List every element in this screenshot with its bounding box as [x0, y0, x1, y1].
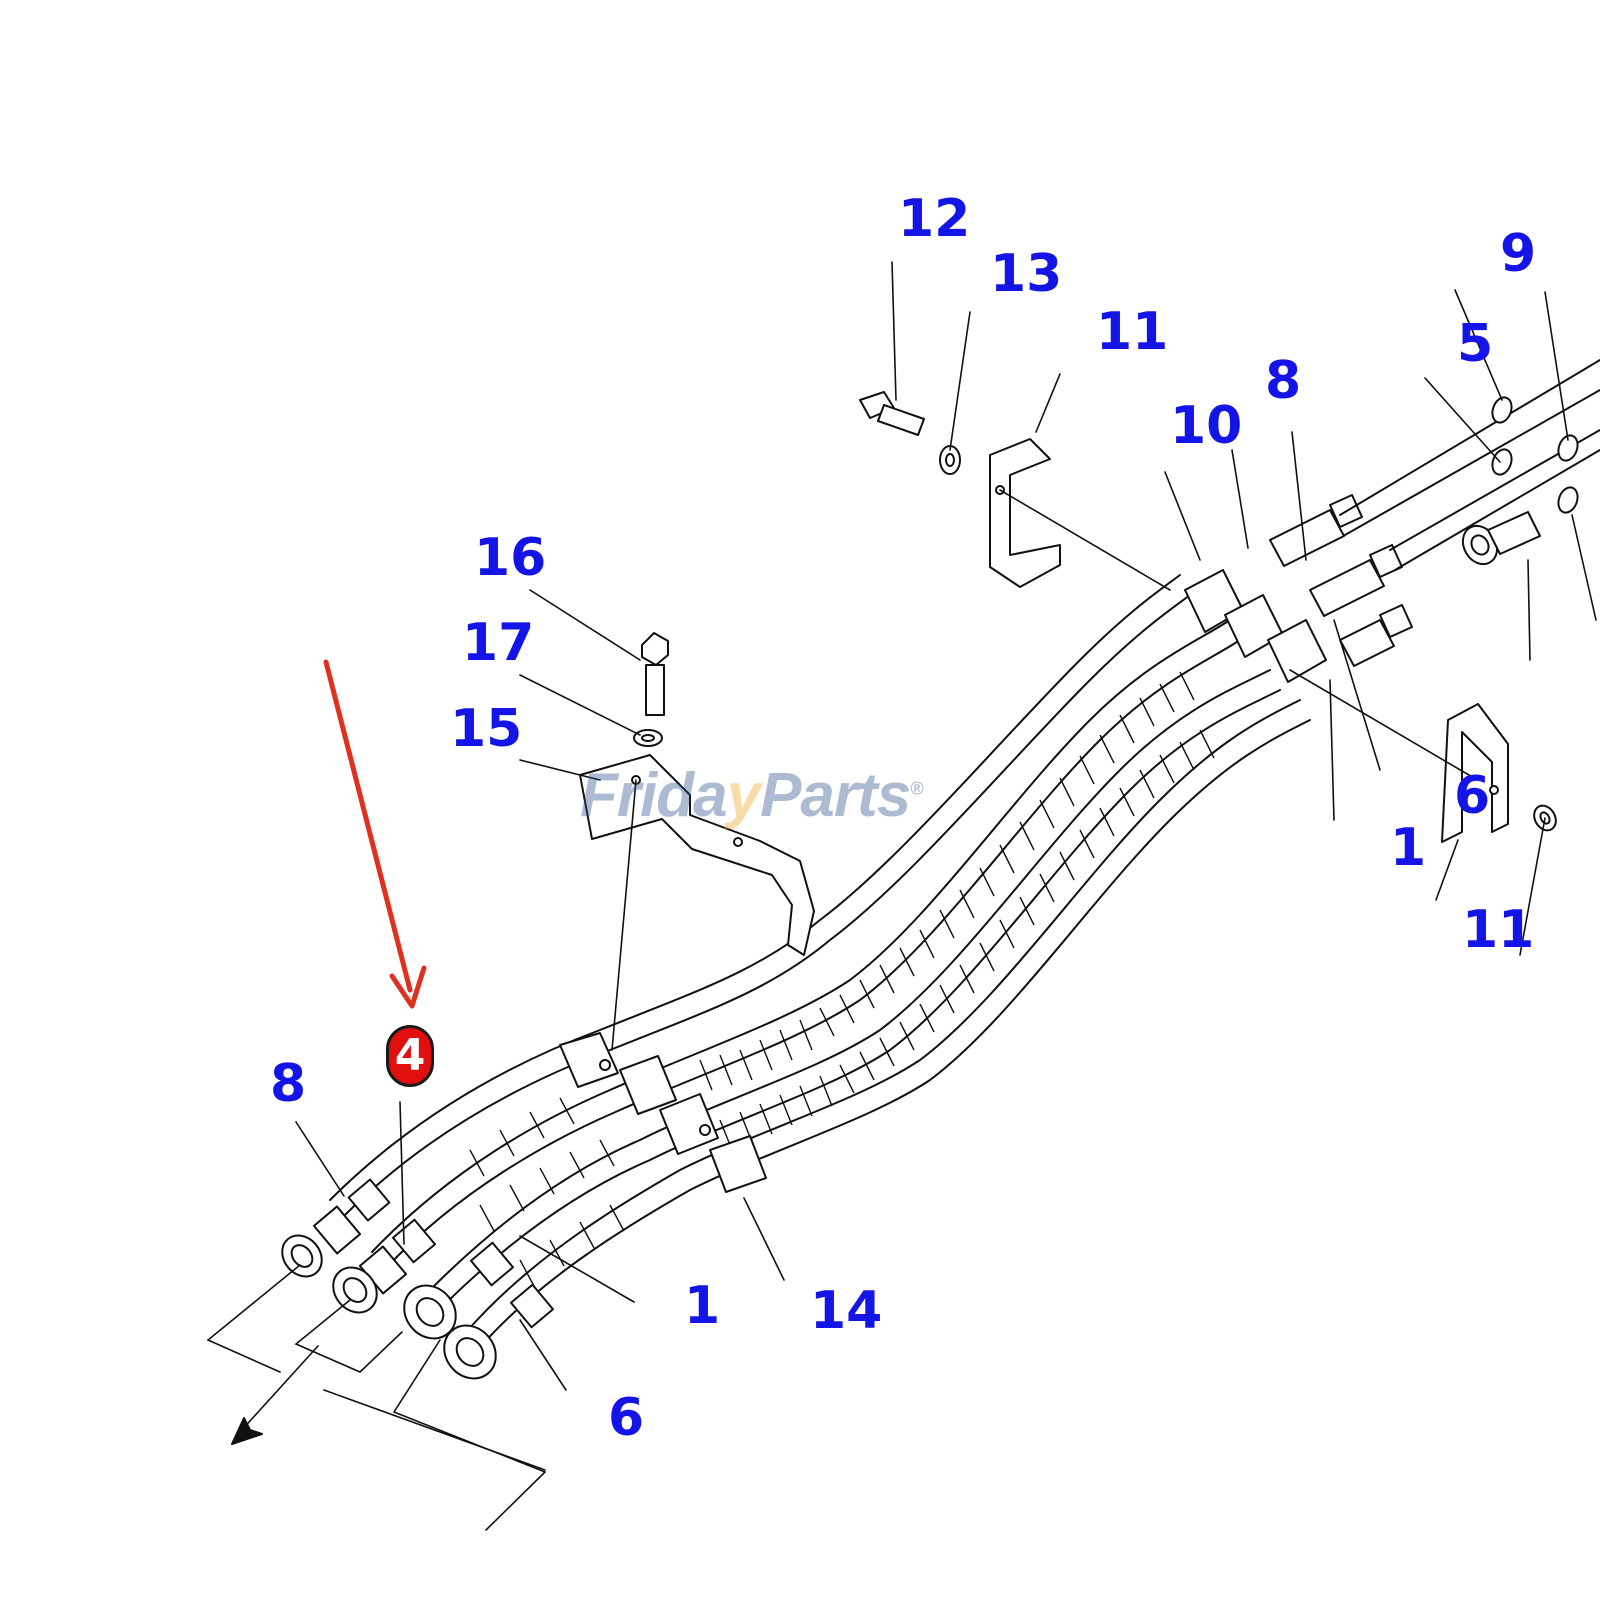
left-fittings — [281, 1178, 555, 1380]
callout-17: 17 — [462, 613, 535, 673]
callout-1-right: 1 — [1390, 818, 1427, 878]
right-fittings — [1184, 359, 1600, 683]
callout-9: 9 — [1500, 224, 1537, 284]
callout-10: 10 — [1170, 396, 1243, 456]
callout-13: 13 — [990, 244, 1063, 304]
callout-11-top: 11 — [1096, 302, 1169, 362]
bracket-hardware-middle — [579, 632, 815, 956]
callout-8-top: 8 — [1265, 351, 1302, 411]
watermark-logo: FridayParts® — [580, 761, 923, 830]
callout-11-right: 11 — [1462, 900, 1535, 960]
hose-lines — [329, 574, 1311, 1346]
callout-6-bottom: 6 — [608, 1388, 645, 1448]
highlight-arrow — [323, 659, 427, 1009]
bracket-hardware-top — [859, 391, 1061, 588]
leader-lines — [206, 261, 1597, 1531]
callout-6-right: 6 — [1454, 766, 1491, 826]
callout-12: 12 — [898, 189, 971, 249]
callout-1-bottom: 1 — [684, 1276, 721, 1336]
callout-14: 14 — [810, 1281, 883, 1341]
callout-5: 5 — [1457, 314, 1494, 374]
spiral-wrap — [469, 671, 1215, 1287]
highlighted-part-badge: 4 — [386, 1025, 434, 1087]
callout-8-left: 8 — [270, 1054, 307, 1114]
hose-clamps — [559, 1032, 767, 1193]
callout-15: 15 — [450, 699, 523, 759]
callout-16: 16 — [474, 528, 547, 588]
